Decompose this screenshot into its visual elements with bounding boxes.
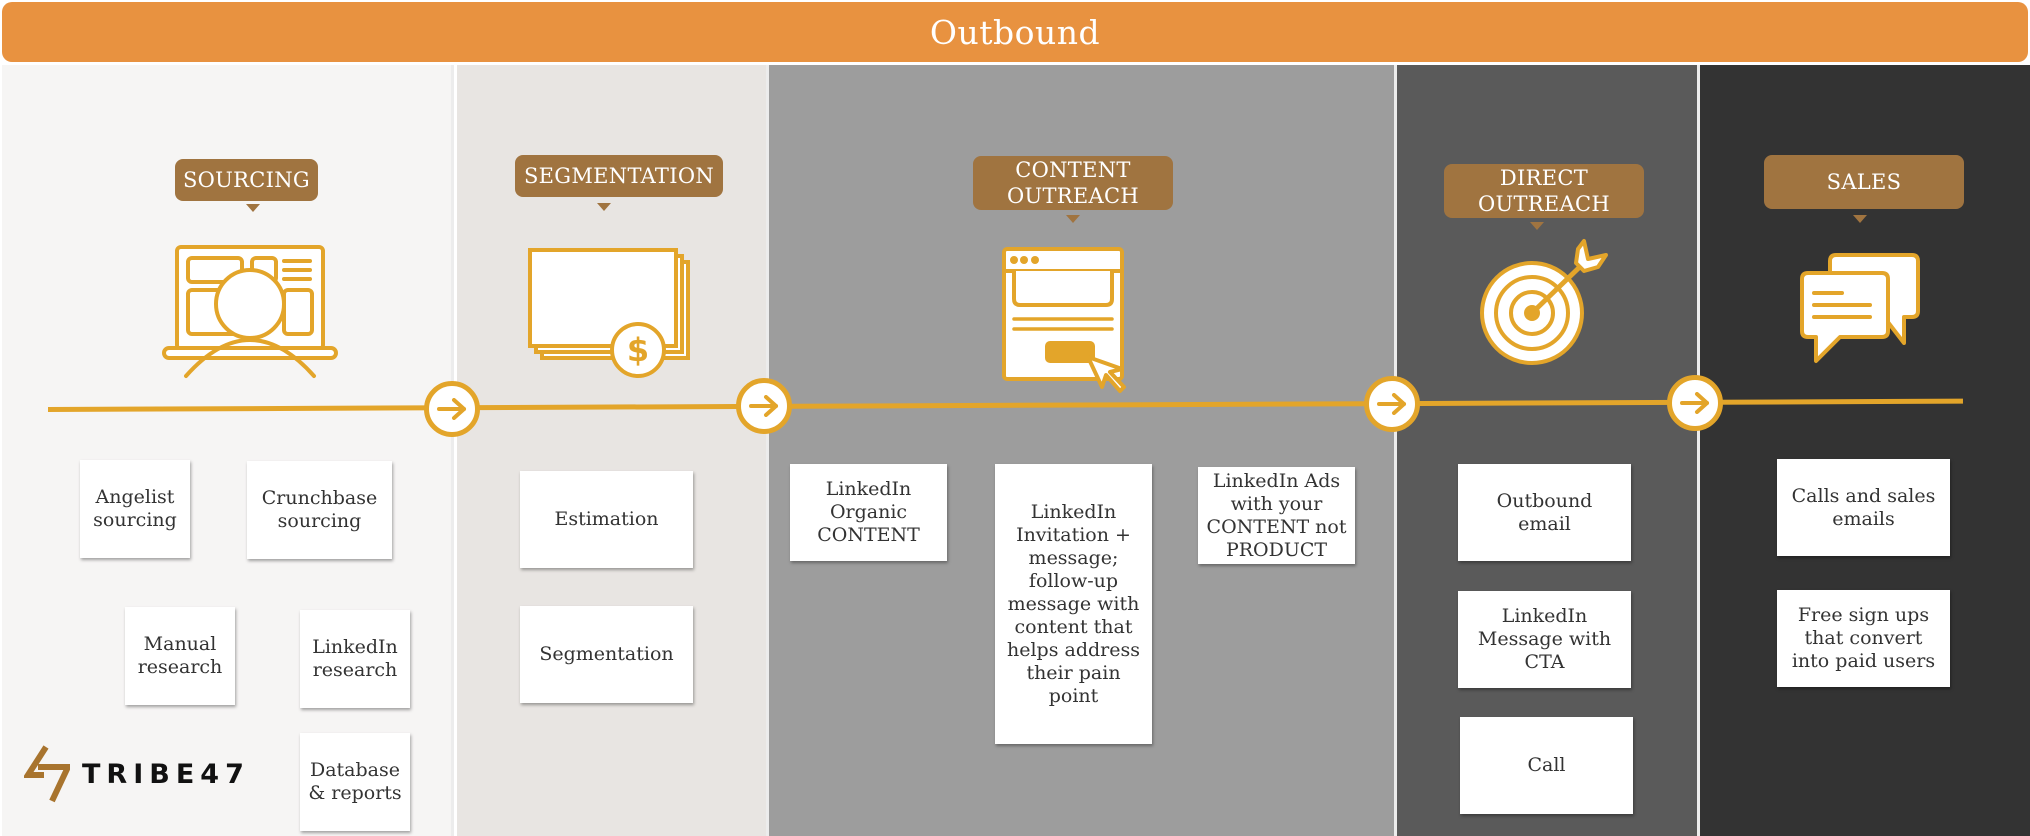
svg-text:$: $ [627,331,649,369]
money-stack-icon: $ [528,248,690,378]
stage-label-sourcing: SOURCING [175,159,318,201]
stage-pointer [597,203,611,211]
card-free-signups: Free sign ups that convert into paid use… [1777,590,1950,687]
stage-pointer [1530,222,1544,230]
card-call: Call [1460,717,1633,814]
column-divider [1394,65,1397,836]
stage-label-segmentation: SEGMENTATION [515,155,723,197]
arrow-right-icon [1377,393,1406,415]
stage-arrow-3 [1364,376,1420,432]
stage-arrow-4 [1667,375,1723,431]
card-linkedin-organic-content: LinkedIn Organic CONTENT [790,464,947,561]
card-linkedin-research: LinkedIn research [300,610,410,708]
arrow-right-icon [437,398,466,420]
card-estimation: Estimation [520,471,693,568]
stage-label-direct-outreach: DIRECT OUTREACH [1444,164,1644,218]
stage-arrow-1 [424,381,480,437]
card-database-reports: Database & reports [300,733,410,831]
arrow-right-icon [1680,392,1709,414]
card-manual-research: Manual research [125,607,235,705]
card-linkedin-invitation: LinkedIn Invitation + message; follow-up… [995,464,1152,744]
47-monogram-icon [24,745,70,803]
target-arrow-icon [1480,239,1608,365]
stage-label-sales: SALES [1764,155,1964,209]
stage-pointer [1853,215,1867,223]
stage-arrow-2 [736,378,792,434]
chat-bubbles-icon [1800,253,1920,363]
stage-label-content-outreach: CONTENT OUTREACH [973,156,1173,210]
person-at-laptop-icon [162,245,338,378]
stage-pointer [1066,215,1080,223]
diagram-header: Outbound [2,2,2028,62]
column-divider [1697,65,1700,836]
arrow-right-icon [749,395,778,417]
card-crunchbase-sourcing: Crunchbase sourcing [247,461,392,559]
column-divider [451,65,454,836]
logo-text: TRIBE47 [82,758,250,790]
diagram-title: Outbound [929,12,1101,52]
card-calls-sales-emails: Calls and sales emails [1777,459,1950,556]
card-outbound-email: Outbound email [1458,464,1631,561]
tribe47-logo: TRIBE47 [24,745,250,803]
stage-pointer [246,204,260,212]
card-linkedin-ads: LinkedIn Ads with your CONTENT not PRODU… [1198,467,1355,564]
card-linkedin-message-cta: LinkedIn Message with CTA [1458,591,1631,688]
browser-click-icon [1002,247,1126,393]
card-segmentation: Segmentation [520,606,693,703]
card-angelist-sourcing: Angelist sourcing [80,460,190,558]
column-divider [766,65,769,836]
